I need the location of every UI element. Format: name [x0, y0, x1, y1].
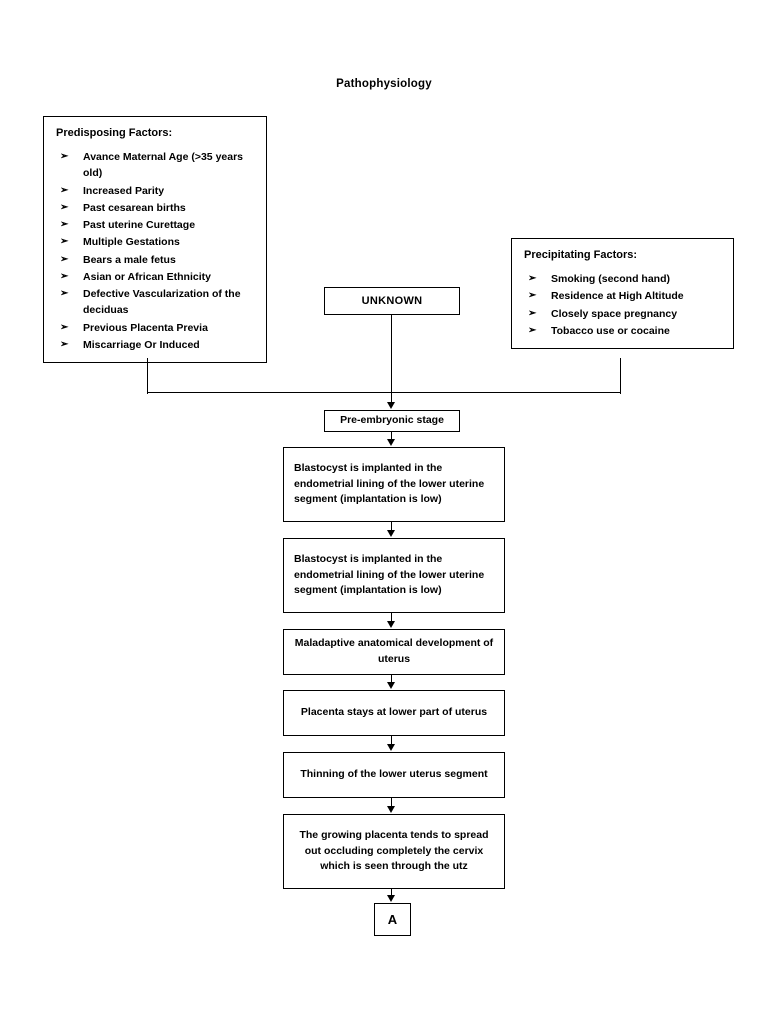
list-item-label: Previous Placenta Previa: [83, 321, 208, 334]
bullet-arrow-icon: ➢: [60, 288, 69, 300]
list-item-label: Bears a male fetus: [83, 253, 176, 266]
flow-node-pre-embryonic-stage: Pre-embryonic stage: [324, 410, 460, 432]
predisposing-factors-box: Predisposing Factors: ➢ Avance Maternal A…: [43, 116, 267, 364]
connector-bus-to-pre-embryonic: [391, 392, 393, 403]
arrowhead-icon: [387, 530, 395, 537]
bullet-arrow-icon: ➢: [60, 338, 69, 350]
connector-stage-to-blastocyst1: [391, 432, 393, 440]
bullet-arrow-icon: ➢: [60, 201, 69, 213]
list-item-label: Defective Vascularization of the decidua…: [83, 288, 241, 317]
connector-growing-to-node-a: [391, 889, 393, 896]
bullet-arrow-icon: ➢: [60, 321, 69, 333]
flow-node-growing-placenta-occlusion: The growing placenta tends to spread out…: [283, 814, 505, 889]
arrowhead-icon: [387, 806, 395, 813]
list-item: ➢ Increased Parity: [56, 183, 254, 199]
list-item-label: Asian or African Ethnicity: [83, 270, 211, 283]
precipitating-factors-list: ➢ Smoking (second hand) ➢ Residence at Hig…: [524, 271, 721, 339]
list-item: ➢ Past uterine Curettage: [56, 217, 254, 233]
connector-predisposing-down: [147, 358, 149, 394]
flow-node-placenta-lower-part: Placenta stays at lower part of uterus: [283, 690, 505, 736]
precipitating-factors-box: Precipitating Factors: ➢ Smoking (second …: [511, 238, 734, 350]
list-item: ➢ Defective Vascularization of the decidu…: [56, 286, 254, 319]
list-item-label: Past cesarean births: [83, 201, 186, 214]
flow-node-blastocyst-implanted-1: Blastocyst is implanted in the endometri…: [283, 447, 505, 522]
flow-node-connector-a: A: [374, 903, 411, 936]
list-item-label: Multiple Gestations: [83, 236, 180, 249]
list-item-label: Increased Parity: [83, 184, 165, 197]
bullet-arrow-icon: ➢: [528, 324, 537, 336]
arrowhead-icon: [387, 682, 395, 689]
arrowhead-icon: [387, 402, 395, 409]
bullet-arrow-icon: ➢: [60, 184, 69, 196]
flow-node-thinning-lower-segment: Thinning of the lower uterus segment: [283, 752, 505, 798]
connector-unknown-to-bus: [391, 315, 393, 393]
list-item: ➢ Multiple Gestations: [56, 234, 254, 250]
page-title: Pathophysiology: [336, 78, 432, 90]
list-item: ➢ Residence at High Altitude: [524, 288, 721, 304]
connector-thinning-to-growing: [391, 798, 393, 807]
bullet-arrow-icon: ➢: [60, 219, 69, 231]
bullet-arrow-icon: ➢: [528, 307, 537, 319]
flow-node-blastocyst-implanted-2: Blastocyst is implanted in the endometri…: [283, 538, 505, 613]
list-item: ➢ Miscarriage Or Induced: [56, 337, 254, 353]
arrowhead-icon: [387, 744, 395, 751]
bullet-arrow-icon: ➢: [528, 290, 537, 302]
list-item-label: Miscarriage Or Induced: [83, 338, 200, 351]
connector-precipitating-down: [620, 358, 622, 394]
list-item: ➢ Smoking (second hand): [524, 271, 721, 287]
flow-node-unknown: UNKNOWN: [324, 287, 460, 315]
bullet-arrow-icon: ➢: [60, 236, 69, 248]
list-item-label: Past uterine Curettage: [83, 219, 196, 232]
connector-blastocyst1-to-blastocyst2: [391, 522, 393, 531]
list-item: ➢ Closely space pregnancy: [524, 306, 721, 322]
list-item-label: Smoking (second hand): [551, 273, 671, 285]
list-item: ➢ Past cesarean births: [56, 200, 254, 216]
bullet-arrow-icon: ➢: [60, 270, 69, 282]
list-item-label: Closely space pregnancy: [551, 307, 678, 320]
connector-maladaptive-to-placenta: [391, 675, 393, 683]
arrowhead-icon: [387, 621, 395, 628]
arrowhead-icon: [387, 439, 395, 446]
connector-horizontal-bus: [147, 392, 621, 394]
list-item: ➢ Asian or African Ethnicity: [56, 269, 254, 285]
connector-blastocyst2-to-maladaptive: [391, 613, 393, 622]
list-item: ➢ Avance Maternal Age (>35 years old): [56, 149, 254, 182]
connector-placenta-to-thinning: [391, 736, 393, 745]
list-item: ➢ Previous Placenta Previa: [56, 320, 254, 336]
flow-node-maladaptive-development: Maladaptive anatomical development of ut…: [283, 629, 505, 675]
bullet-arrow-icon: ➢: [528, 273, 537, 284]
list-item-label: Tobacco use or cocaine: [551, 324, 670, 337]
bullet-arrow-icon: ➢: [60, 151, 69, 162]
bullet-arrow-icon: ➢: [60, 253, 69, 265]
list-item-label: Residence at High Altitude: [551, 290, 684, 303]
list-item: ➢ Bears a male fetus: [56, 252, 254, 268]
arrowhead-icon: [387, 895, 395, 902]
list-item: ➢ Tobacco use or cocaine: [524, 323, 721, 339]
predisposing-factors-list: ➢ Avance Maternal Age (>35 years old) ➢ In…: [56, 149, 254, 353]
list-item-label: Avance Maternal Age (>35 years old): [83, 151, 244, 180]
predisposing-factors-heading: Predisposing Factors:: [56, 127, 173, 139]
precipitating-factors-heading: Precipitating Factors:: [524, 249, 638, 261]
